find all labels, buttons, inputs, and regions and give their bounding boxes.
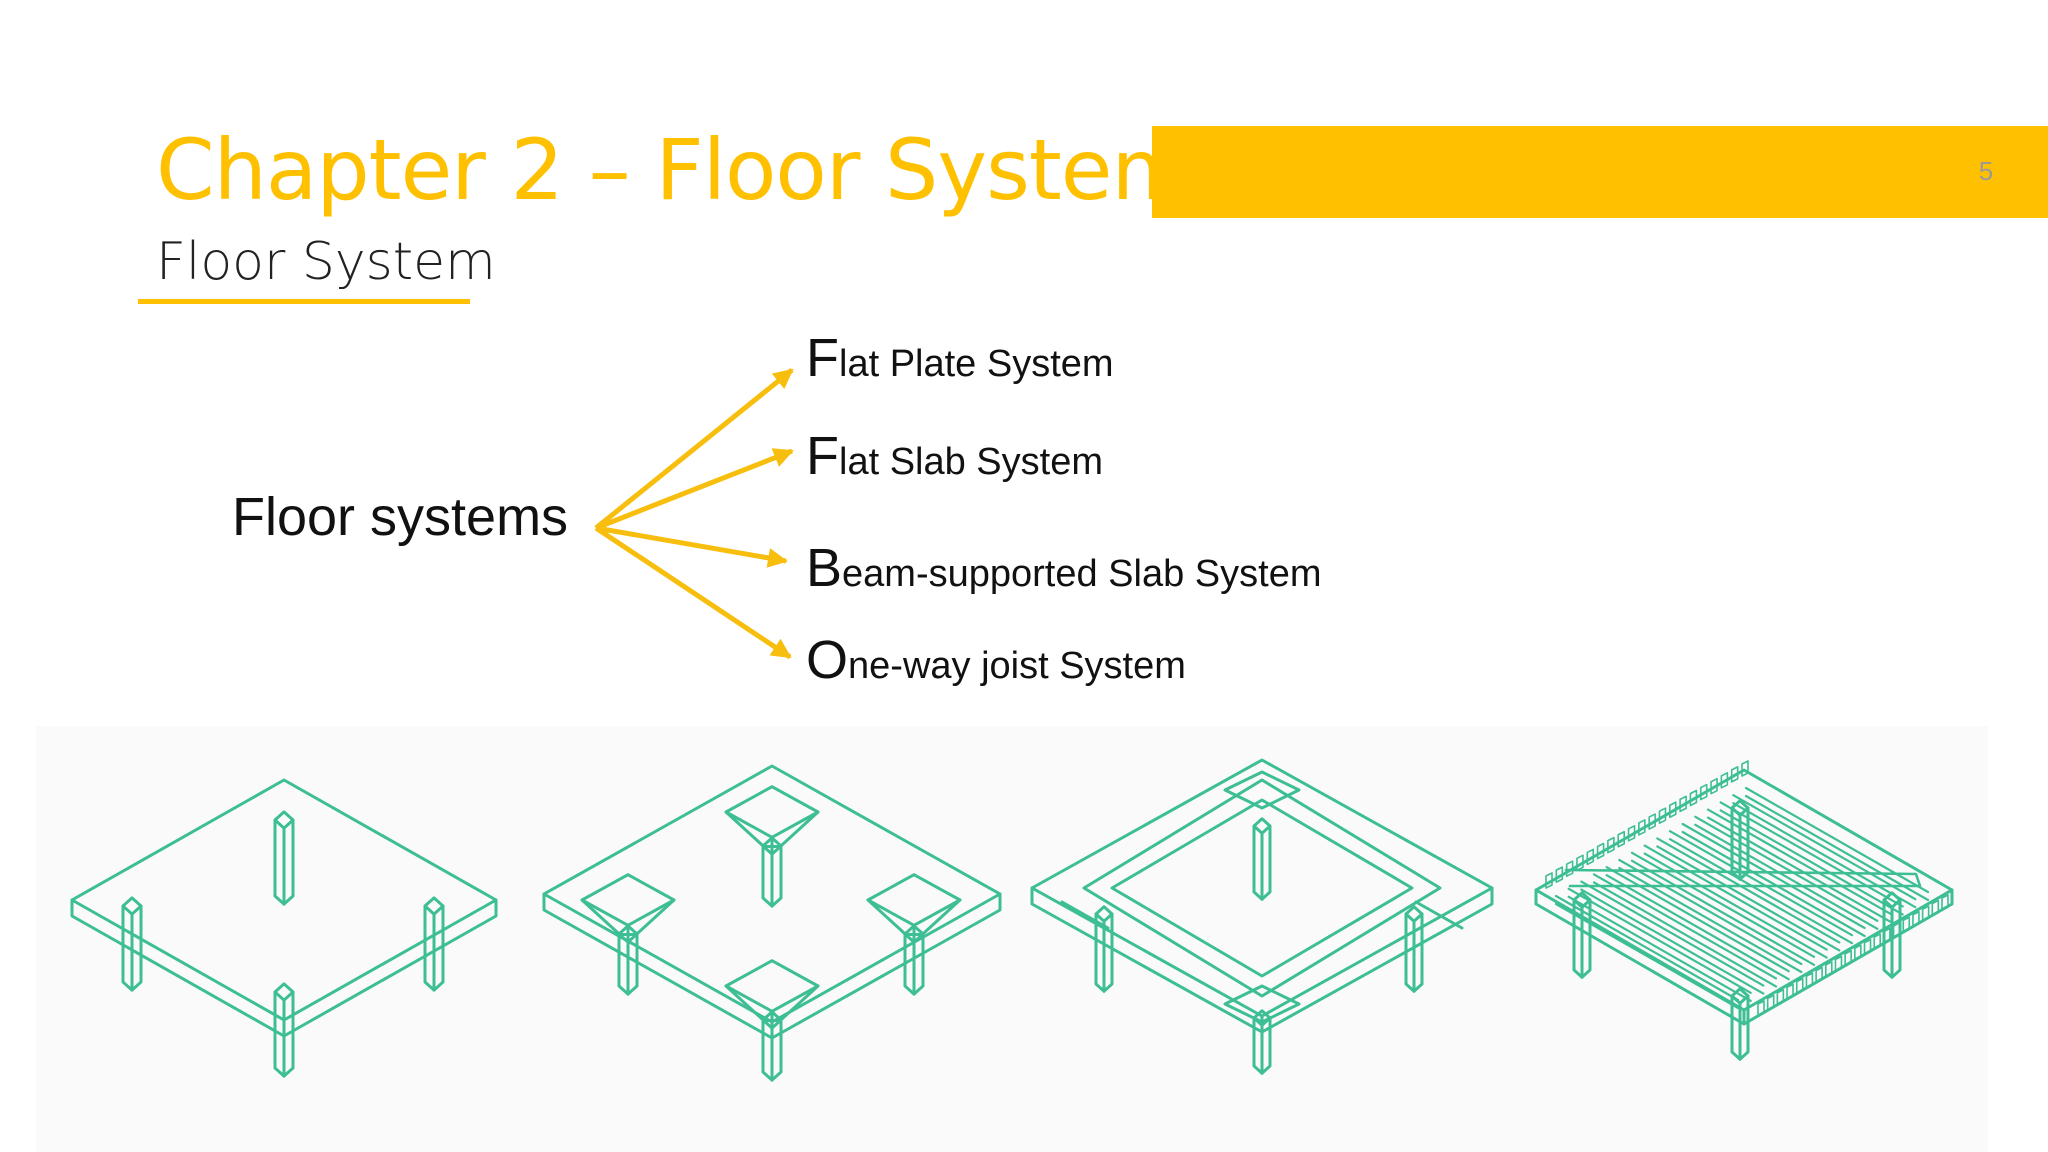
- branch-beam-supported-slab: Beam-supported Slab System: [806, 538, 1321, 604]
- branch-text: eam-supported Slab System: [842, 553, 1322, 595]
- arrow-to-flat-slab: [595, 448, 794, 531]
- branch-initial: B: [806, 538, 843, 598]
- floor-systems-label: Floor systems: [232, 487, 569, 547]
- page-number: 5: [1978, 156, 1994, 186]
- branch-initial: F: [806, 328, 839, 388]
- arrow-to-beam-supported-slab: [595, 525, 788, 568]
- slide-subtitle: Floor System: [156, 232, 496, 292]
- branch-initial: O: [806, 630, 849, 690]
- arrow-to-flat-plate: [594, 368, 794, 530]
- arrow-to-one-way-joist: [594, 525, 792, 660]
- illustration-panel: [36, 726, 1988, 1152]
- one-way-joist-drawing: [1534, 760, 1954, 1061]
- branch-text: lat Slab System: [839, 441, 1103, 483]
- branch-initial: F: [806, 426, 839, 486]
- flat-plate-drawing: [70, 778, 498, 1078]
- branch-one-way-joist: One-way joist System: [806, 630, 1186, 696]
- slide-title: Chapter 2 – Floor System: [156, 121, 1193, 219]
- branch-flat-plate: Flat Plate System: [806, 328, 1114, 394]
- title-accent-bar: [1152, 126, 2048, 218]
- branch-flat-slab: Flat Slab System: [806, 426, 1103, 492]
- branch-text: ne-way joist System: [848, 645, 1186, 687]
- beam-supported-slab-drawing: [1030, 758, 1494, 1075]
- branch-text: lat Plate System: [839, 343, 1114, 385]
- subtitle-underline: [138, 299, 470, 304]
- flat-slab-drawing: [542, 764, 1002, 1082]
